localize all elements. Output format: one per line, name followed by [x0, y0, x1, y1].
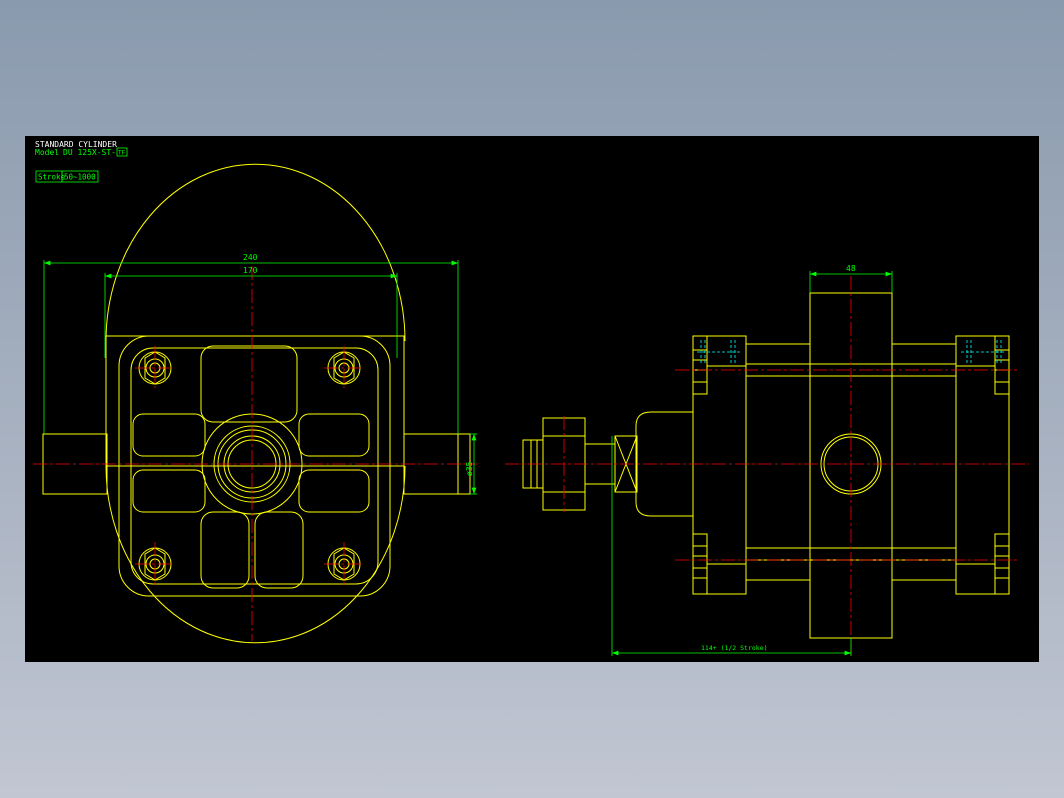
stroke-value: 50~1000: [64, 173, 96, 182]
model-label: Model: [35, 148, 59, 157]
tie-rod-upper-left: [745, 343, 811, 365]
end-plate: [118, 335, 391, 597]
cap-cover-bottom-nut: [955, 563, 996, 595]
pocket-top: [200, 345, 298, 423]
pocket-bottom-right: [254, 511, 304, 589]
cap-cover: [955, 335, 1010, 595]
pocket-bottom-left: [200, 511, 250, 589]
front-view-centerlines: [33, 266, 477, 641]
end-plate-sides: [105, 335, 405, 467]
side-view-centerlines: [505, 276, 1029, 656]
drawing-title: STANDARD CYLINDER: [35, 140, 117, 149]
pocket-right-upper: [298, 413, 370, 457]
dim-trunnion-position: 114+ (1/2 Stroke): [701, 644, 768, 652]
model-box: [116, 147, 128, 157]
cap-nut-top: [994, 349, 1010, 395]
stroke-value-box: [61, 170, 99, 183]
head-cover-top-nut: [706, 335, 747, 367]
stroke-label: Stroke: [38, 173, 66, 182]
dim-trunnion-dia: ø35: [465, 461, 474, 476]
front-view-dimensions: [43, 260, 477, 495]
end-plate-inner: [130, 347, 379, 585]
side-view-dimensions: [611, 271, 893, 656]
hidden-lines: [697, 340, 1005, 364]
head-cover-bottom-nut: [706, 563, 747, 595]
head-cover: [692, 335, 747, 595]
tie-rod-lower-right: [891, 559, 957, 581]
side-view: [522, 292, 1010, 639]
tie-rod-lower-left: [745, 559, 811, 581]
dim-bolt-pitch: 170: [243, 266, 258, 275]
front-view: [42, 163, 471, 644]
rod-gland: [635, 411, 693, 517]
model-value: DU 125X-ST-: [63, 148, 116, 157]
tie-rod-upper-right: [891, 343, 957, 365]
pocket-left-upper: [132, 413, 206, 457]
dim-trunnion-width: 48: [846, 264, 856, 273]
head-nut-top: [692, 349, 708, 395]
title-block: STANDARD CYLINDER Model DU 125X-ST- TF S…: [35, 140, 128, 183]
drawing-sheet: STANDARD CYLINDER Model DU 125X-ST- TF S…: [25, 136, 1039, 662]
cap-cover-top-nut: [955, 335, 996, 367]
dim-overall-width: 240: [243, 253, 258, 262]
cad-drawing: STANDARD CYLINDER Model DU 125X-ST- TF S…: [33, 140, 1029, 656]
barrel-outline-top: [105, 163, 406, 342]
barrel-outline-bottom: [105, 465, 406, 644]
pocket-right-lower: [298, 469, 370, 513]
model-box-text: TF: [118, 150, 126, 157]
pocket-left-lower: [132, 469, 206, 513]
